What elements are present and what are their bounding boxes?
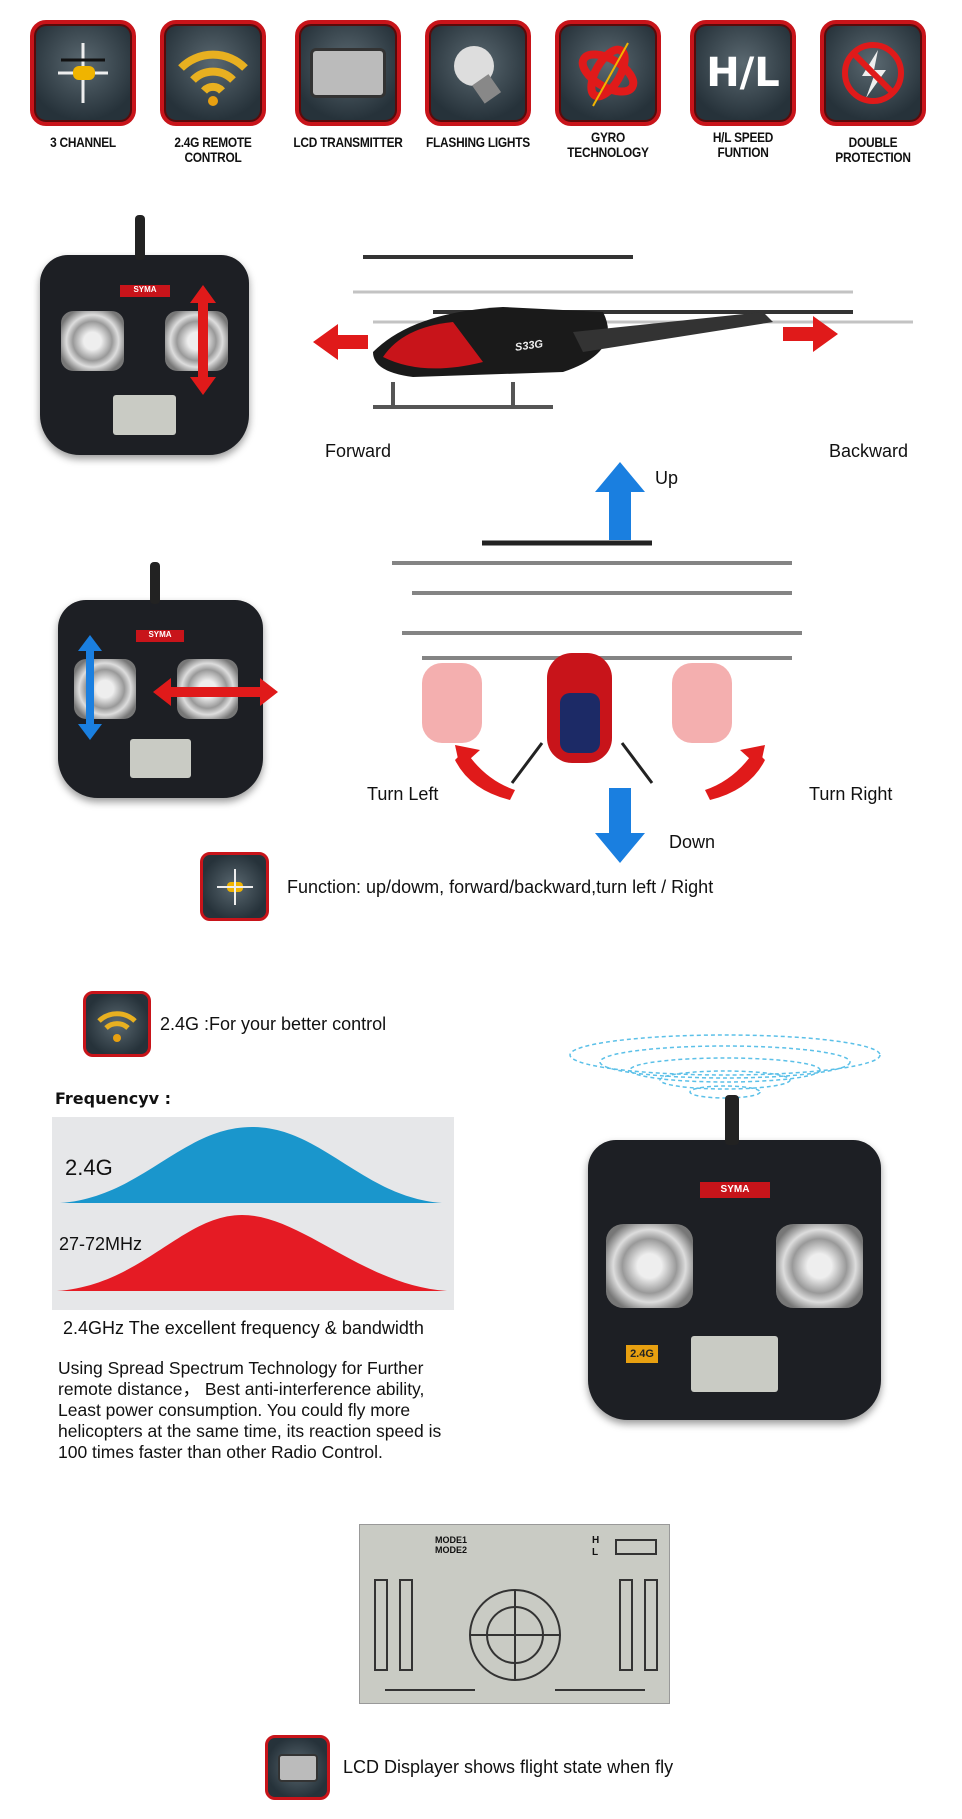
frequency-caption: 2.4GHz The excellent frequency & bandwid… — [63, 1318, 424, 1338]
antenna — [135, 215, 145, 260]
feature-label: DOUBLE PROTECTION — [835, 134, 911, 165]
label-down: Down — [669, 832, 716, 852]
helicopter-arrows-icon — [200, 852, 269, 921]
remote-controller-image: SYMA 2.4G — [588, 1095, 881, 1420]
signal-waves-image — [569, 1034, 881, 1099]
antenna — [150, 562, 160, 604]
feature-label: LCD TRANSMITTER — [293, 134, 403, 150]
band-27-72mhz-curve — [57, 1215, 447, 1291]
frequency-title: Frequencyv : — [55, 1089, 172, 1108]
up-arrow-icon — [595, 462, 645, 540]
remote-controller-image: SYMA — [40, 215, 249, 455]
right-stick — [775, 1224, 864, 1308]
right-stick — [165, 311, 229, 371]
lcd-screen-icon — [295, 20, 401, 126]
brand-badge: SYMA — [700, 1182, 770, 1198]
frequency-paragraph: Using Spread Spectrum Technology for Fur… — [58, 1358, 442, 1462]
gyro-icon — [555, 20, 661, 126]
band-label-2-4g: 2.4G — [65, 1155, 113, 1180]
mini-lcd — [129, 738, 192, 779]
wifi-signal-icon — [83, 991, 151, 1057]
feature-label: 2.4G REMOTE CONTROL — [174, 134, 252, 165]
feature-label: GYRO TECHNOLOGY — [567, 129, 649, 160]
lcd-mode1: MODE1 — [435, 1535, 468, 1545]
control-text: 2.4G :For your better control — [160, 1014, 387, 1034]
hl-speed-icon: H/L — [690, 20, 796, 126]
left-stick — [605, 1224, 694, 1308]
lcd-mode2: MODE2 — [435, 1545, 468, 1555]
band-2-4g-curve — [60, 1127, 442, 1203]
lcd-l: L — [592, 1547, 599, 1558]
band-label-27-72mhz: 27-72MHz — [59, 1234, 143, 1254]
remote-controller-image: SYMA — [58, 562, 278, 798]
left-stick — [60, 311, 124, 371]
lcd-screen-icon — [265, 1735, 330, 1800]
feature-label: H/L SPEED FUNTION — [712, 129, 774, 160]
label-turn-right: Turn Right — [809, 784, 893, 804]
function-text: Function: up/dowm, forward/backward,turn… — [287, 877, 714, 897]
feature-label: FLASHING LIGHTS — [426, 134, 530, 150]
lcd-h: H — [592, 1535, 600, 1546]
no-lightning-icon — [820, 20, 926, 126]
label-backward: Backward — [829, 441, 909, 461]
brand-badge: SYMA — [136, 630, 184, 642]
up-down-arrow-icon — [78, 635, 102, 740]
turn-left-arrow-icon — [455, 745, 515, 800]
label-turn-left: Turn Left — [367, 784, 439, 804]
antenna — [725, 1095, 739, 1145]
label-forward: Forward — [325, 441, 392, 461]
frequency-chart: 2.4G 27-72MHz — [52, 1117, 454, 1310]
label-up: Up — [655, 468, 679, 488]
wifi-signal-icon — [160, 20, 266, 126]
helicopter-arrows-icon — [30, 20, 136, 126]
helicopter-side-image — [313, 255, 913, 409]
feature-label: 3 CHANNEL — [50, 134, 116, 150]
lcd-caption: LCD Displayer shows flight state when fl… — [343, 1757, 674, 1777]
left-right-arrow-icon — [153, 678, 278, 706]
helicopter-front-image — [392, 540, 802, 784]
brand-badge: SYMA — [120, 285, 170, 297]
mini-lcd — [113, 395, 176, 435]
light-bulb-icon — [425, 20, 531, 126]
band-badge: 2.4G — [626, 1345, 658, 1363]
turn-right-arrow-icon — [705, 745, 765, 800]
mini-lcd — [690, 1336, 779, 1392]
left-stick — [74, 659, 136, 719]
down-arrow-icon — [595, 788, 645, 863]
up-down-arrow-icon — [190, 285, 216, 395]
